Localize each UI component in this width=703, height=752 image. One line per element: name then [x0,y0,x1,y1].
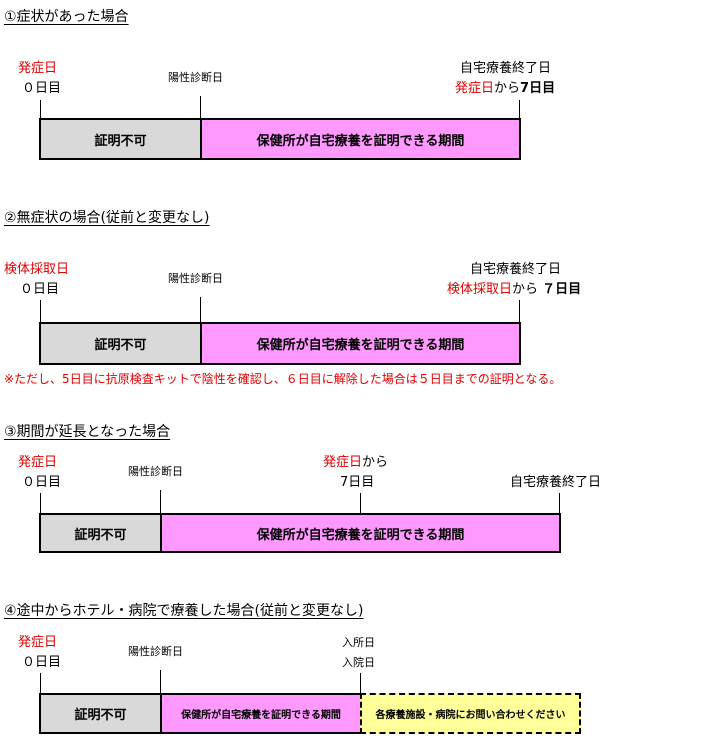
no-proof-bar: 証明不可 [39,118,202,160]
tick [360,493,361,515]
day0-label: ０日目 [22,655,62,670]
tick [519,300,520,324]
proof-period-bar: 保健所が自宅療養を証明できる期間 [200,322,521,365]
day0-label: ０日目 [22,81,62,96]
onset-label: 発症日 [18,635,58,650]
section1-title: ①症状があった場合 [4,9,129,25]
diagnosis-label: 陽性診断日 [128,645,183,658]
tick [559,493,560,515]
end-label: 自宅療養終了日 [460,61,552,76]
tick [200,96,201,120]
diagnosis-label: 陽性診断日 [168,71,223,84]
tick [360,673,361,695]
diagnosis-label: 陽性診断日 [128,465,183,478]
end-label: 自宅療養終了日 [470,262,562,277]
end-day7: 7日目 [520,81,556,96]
end-day7: ７日目 [542,282,582,297]
onset-label: 発症日 [18,455,58,470]
tick [519,100,520,120]
proof-period-bar: 保健所が自宅療養を証明できる期間 [200,118,521,160]
tick [40,100,41,120]
mid-day7: 7日目 [340,475,375,490]
end-from: から [494,81,521,96]
tick [160,670,161,695]
mid-label: 発症日から [323,456,388,469]
end-onset: 発症日 [455,81,495,96]
end-detail: 検体採取日から ７日目 [447,283,581,296]
facility-inquiry-bar: 各療養施設・病院にお問い合わせください [360,693,581,734]
no-proof-bar: 証明不可 [39,322,202,365]
mid-from: から [362,455,389,470]
end-sample: 検体採取日 [447,282,513,297]
tick [200,297,201,324]
end-detail: 発症日から7日目 [455,82,555,95]
proof-period-bar: 保健所が自宅療養を証明できる期間 [160,513,561,553]
diagnosis-label: 陽性診断日 [168,272,223,285]
tick [160,490,161,515]
onset-label: 発症日 [18,61,58,76]
admission-facility-label: 入所日 [342,636,375,649]
sample-label: 検体採取日 [4,262,70,277]
section4-title: ④途中からホテル・病院で療養した場合(従前と変更なし) [4,603,364,619]
tick [40,673,41,695]
tick [40,300,41,324]
section3-title: ③期間が延長となった場合 [4,424,171,440]
day0-label: ０日目 [20,282,60,297]
section2-title: ②無症状の場合(従前と変更なし) [4,210,210,226]
tick [40,493,41,515]
mid-onset: 発症日 [323,455,363,470]
end-label: 自宅療養終了日 [510,475,602,490]
end-from: から [512,282,539,297]
note-text: ※ただし、5日目に抗原検査キットで陰性を確認し、６日目に解除した場合は５日目まで… [4,372,562,386]
no-proof-bar: 証明不可 [39,513,162,553]
day0-label: ０日目 [22,475,62,490]
proof-period-bar: 保健所が自宅療養を証明できる期間 [160,693,362,734]
no-proof-bar: 証明不可 [39,693,162,734]
admission-hospital-label: 入院日 [342,656,375,669]
